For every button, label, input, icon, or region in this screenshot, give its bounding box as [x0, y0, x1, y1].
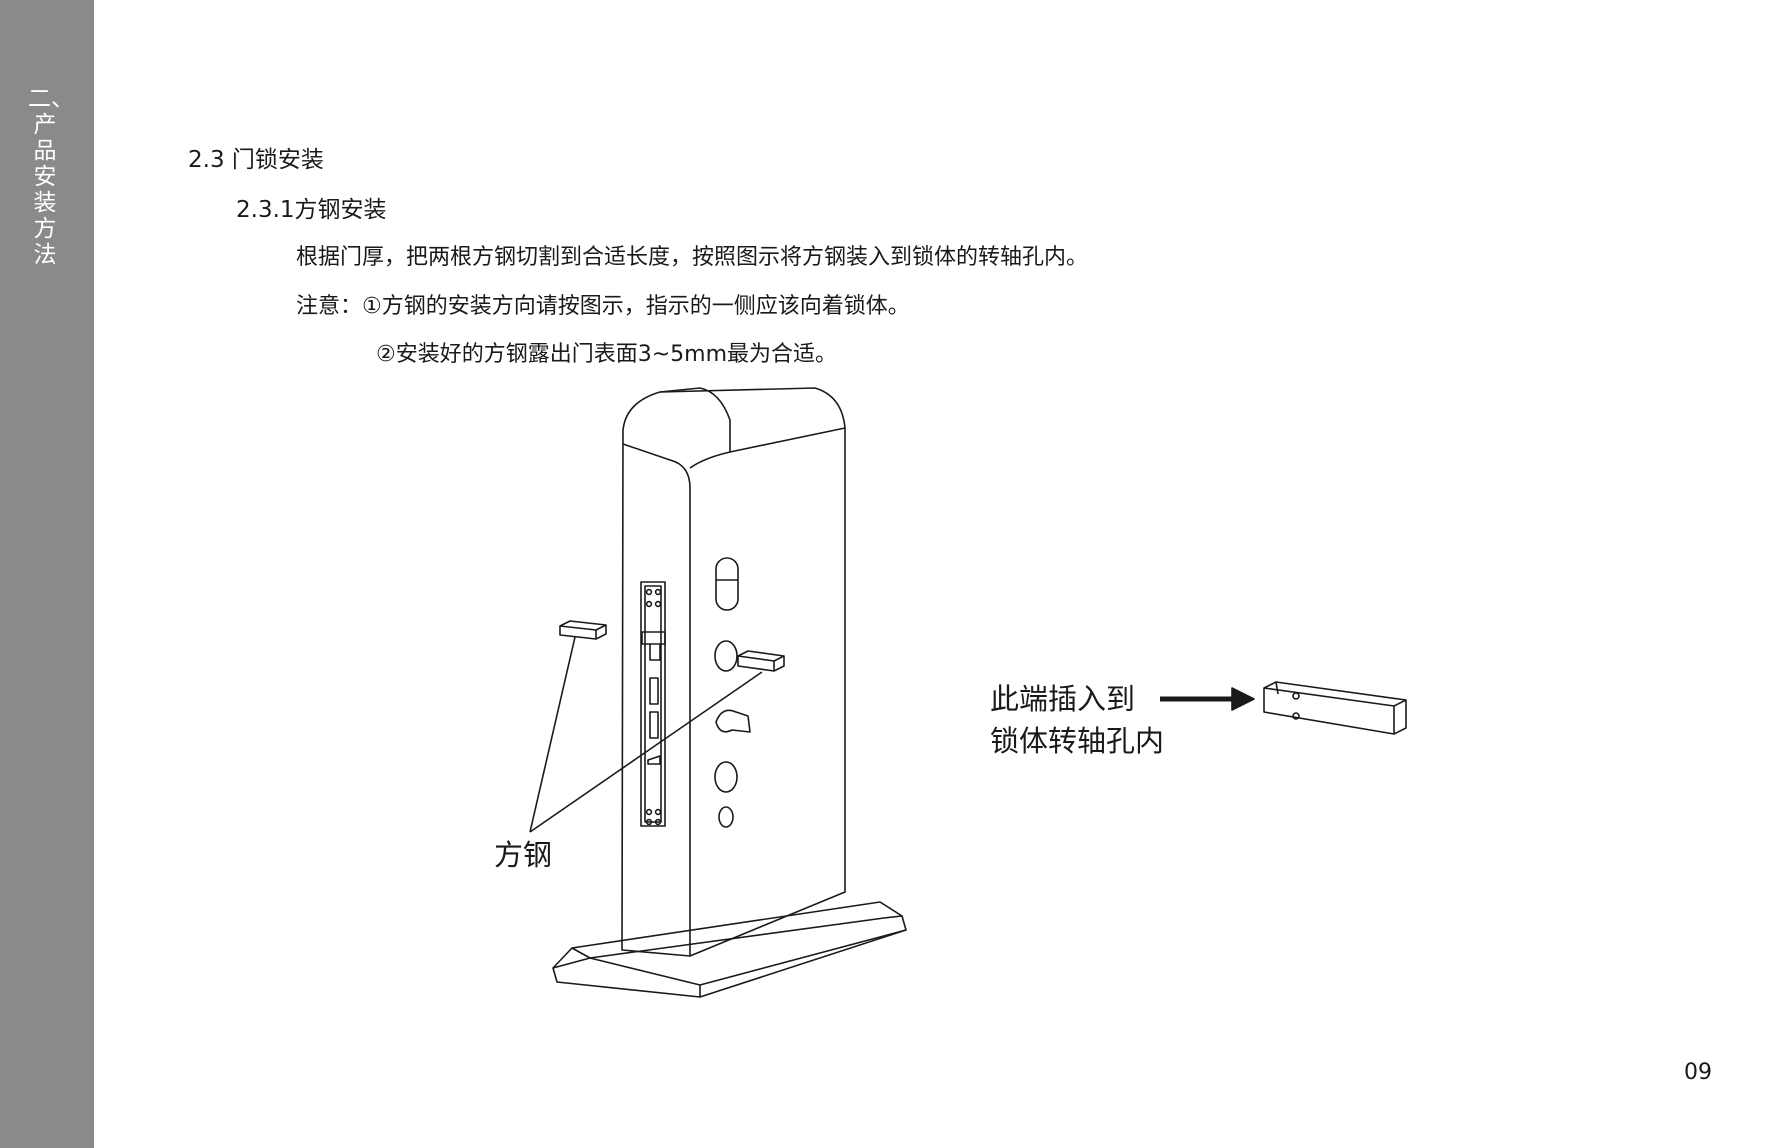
door-base-plate: [552, 901, 907, 998]
sidebar-band: 二、产品安装方法: [0, 0, 94, 1148]
square-steel-left: [559, 620, 607, 640]
door-slab: [621, 387, 846, 957]
leader-lines: [529, 636, 763, 833]
section-heading: 2.3 门锁安装: [188, 147, 324, 173]
arrow-right-icon: [1160, 687, 1255, 711]
mortise-faceplate: [640, 581, 666, 827]
note-two: ②安装好的方钢露出门表面3~5mm最为合适。: [376, 342, 838, 367]
label-square-steel: 方钢: [494, 838, 553, 872]
label-insert-line1: 此端插入到: [990, 682, 1136, 716]
door-holes: [714, 557, 751, 828]
label-insert-line2: 锁体转轴孔内: [990, 724, 1165, 758]
page-number: 09: [1684, 1060, 1712, 1085]
subsection-heading: 2.3.1方钢安装: [236, 197, 387, 223]
square-steel-right: [737, 650, 785, 672]
instruction-paragraph: 根据门厚，把两根方钢切割到合适长度，按照图示将方钢装入到锁体的转轴孔内。: [296, 245, 1089, 270]
square-steel-enlarged: [1263, 681, 1407, 735]
label-insert-end: 此端插入到 锁体转轴孔内: [990, 678, 1164, 762]
note-one: 注意：①方钢的安装方向请按图示，指示的一侧应该向着锁体。: [296, 294, 910, 319]
